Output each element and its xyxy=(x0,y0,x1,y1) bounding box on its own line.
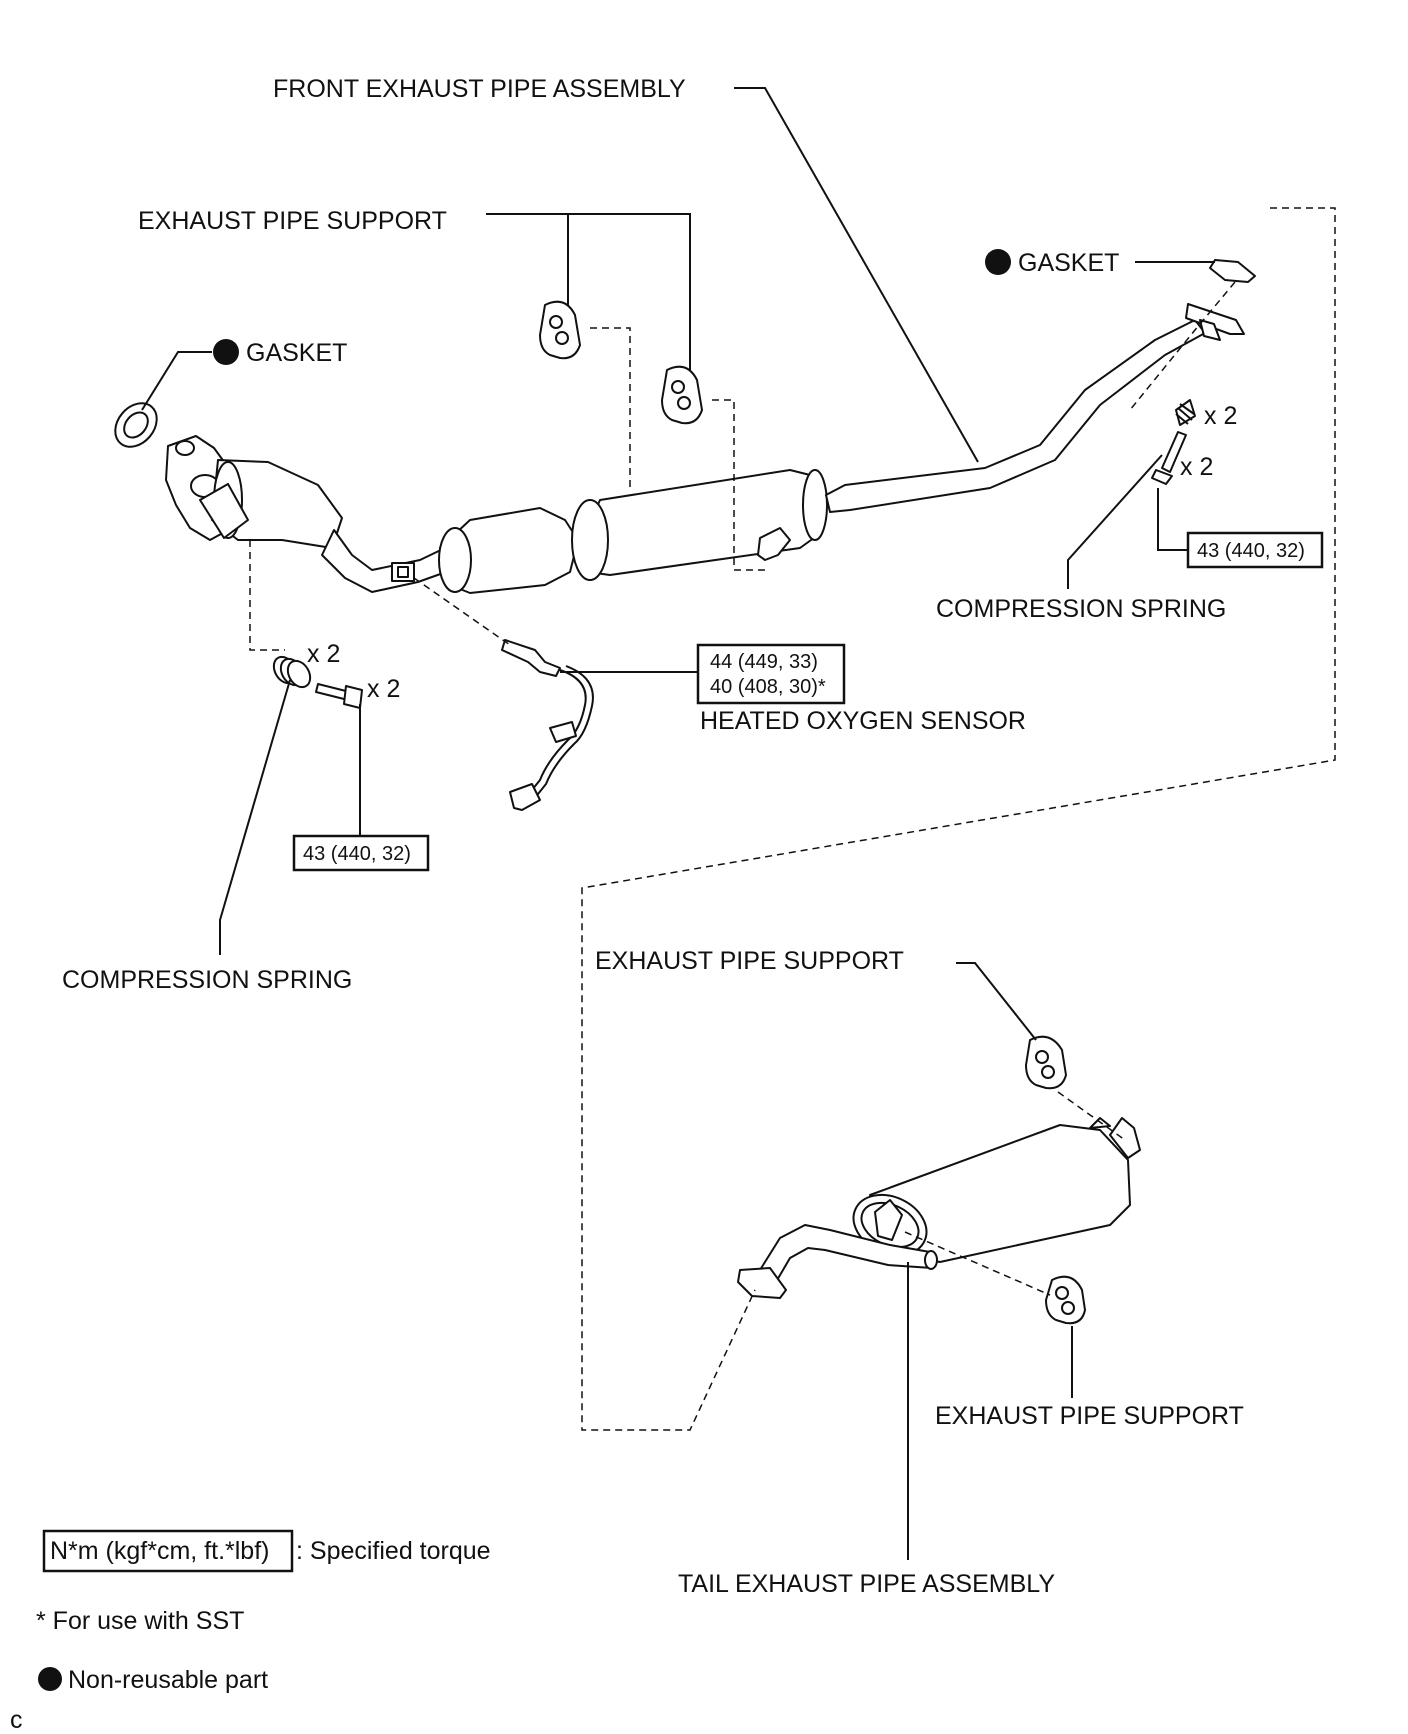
dash-sensor xyxy=(413,577,511,646)
gasket-left-part xyxy=(114,402,158,448)
label-exhaust-pipe-support-bottom-lower: EXHAUST PIPE SUPPORT xyxy=(935,1402,1244,1430)
qty-spring-left: x 2 xyxy=(307,640,340,668)
leader-compression-spring-left xyxy=(219,679,291,955)
torque-sensor-line1: 44 (449, 33) xyxy=(710,651,818,673)
dash-flange-left xyxy=(249,540,285,651)
dash-support-bottom-upper xyxy=(1057,1091,1126,1141)
leader-bolt-right xyxy=(1157,488,1188,551)
qty-bolt-left: x 2 xyxy=(367,675,400,703)
label-heated-oxygen-sensor: HEATED OXYGEN SENSOR xyxy=(700,707,1026,735)
torque-left: 43 (440, 32) xyxy=(303,843,411,865)
non-reusable-mark-gasket-right xyxy=(985,249,1011,275)
legend-torque-box xyxy=(42,1529,294,1573)
dash-gasket-right xyxy=(1129,281,1236,411)
qty-bolt-right: x 2 xyxy=(1180,453,1213,481)
torque-box-right xyxy=(1186,531,1324,569)
compression-spring-left-part xyxy=(272,655,312,689)
label-tail-exhaust-pipe-assembly: TAIL EXHAUST PIPE ASSEMBLY xyxy=(678,1570,1055,1598)
qty-spring-right: x 2 xyxy=(1204,402,1237,430)
gasket-right-part xyxy=(1209,259,1256,283)
corner-mark: c xyxy=(10,1706,23,1734)
label-exhaust-pipe-support-top: EXHAUST PIPE SUPPORT xyxy=(138,207,447,235)
label-compression-spring-right: COMPRESSION SPRING xyxy=(936,595,1226,623)
legend-sst-note: * For use with SST xyxy=(36,1607,244,1635)
legend-torque-unit: N*m (kgf*cm, ft.*lbf) xyxy=(50,1537,269,1565)
dash-link-right xyxy=(581,207,1336,1431)
compression-spring-right-part xyxy=(1175,399,1196,426)
label-gasket-right: GASKET xyxy=(1018,249,1119,277)
torque-box-left xyxy=(292,834,430,872)
exhaust-pipe-support-top-left xyxy=(539,300,581,360)
label-compression-spring-left: COMPRESSION SPRING xyxy=(62,966,352,994)
dash-support-top-right xyxy=(712,399,770,571)
exhaust-pipe-support-bottom-upper xyxy=(1025,1035,1067,1090)
legend-torque-desc: : Specified torque xyxy=(296,1537,491,1565)
torque-sensor-line2: 40 (408, 30)* xyxy=(710,676,826,698)
exhaust-pipe-support-top-right xyxy=(661,365,703,425)
non-reusable-mark-gasket-left xyxy=(213,339,239,365)
leader-gasket-left xyxy=(141,351,212,411)
heated-oxygen-sensor-part xyxy=(501,639,594,811)
leader-front-pipe xyxy=(734,87,979,463)
bolt-left-part xyxy=(315,683,363,709)
dash-support-top-left xyxy=(590,327,631,490)
leader-support-bottom-upper xyxy=(956,962,1037,1041)
torque-box-sensor xyxy=(696,643,846,705)
exhaust-pipe-support-bottom-lower xyxy=(1045,1275,1086,1325)
legend-non-reusable: Non-reusable part xyxy=(68,1666,268,1694)
bolt-right-part xyxy=(1151,431,1187,485)
tail-exhaust-pipe-assembly xyxy=(737,1117,1141,1299)
label-gasket-left: GASKET xyxy=(246,339,347,367)
torque-right: 43 (440, 32) xyxy=(1197,540,1305,562)
legend-non-reusable-mark xyxy=(38,1667,62,1691)
label-exhaust-pipe-support-bottom-upper: EXHAUST PIPE SUPPORT xyxy=(595,947,904,975)
leader-compression-spring-right xyxy=(1067,454,1163,589)
dash-support-bottom-lower xyxy=(904,1231,1051,1296)
leader-support-top xyxy=(486,213,691,370)
front-exhaust-pipe-assembly xyxy=(165,303,1245,594)
label-front-exhaust-pipe-assembly: FRONT EXHAUST PIPE ASSEMBLY xyxy=(273,75,686,103)
